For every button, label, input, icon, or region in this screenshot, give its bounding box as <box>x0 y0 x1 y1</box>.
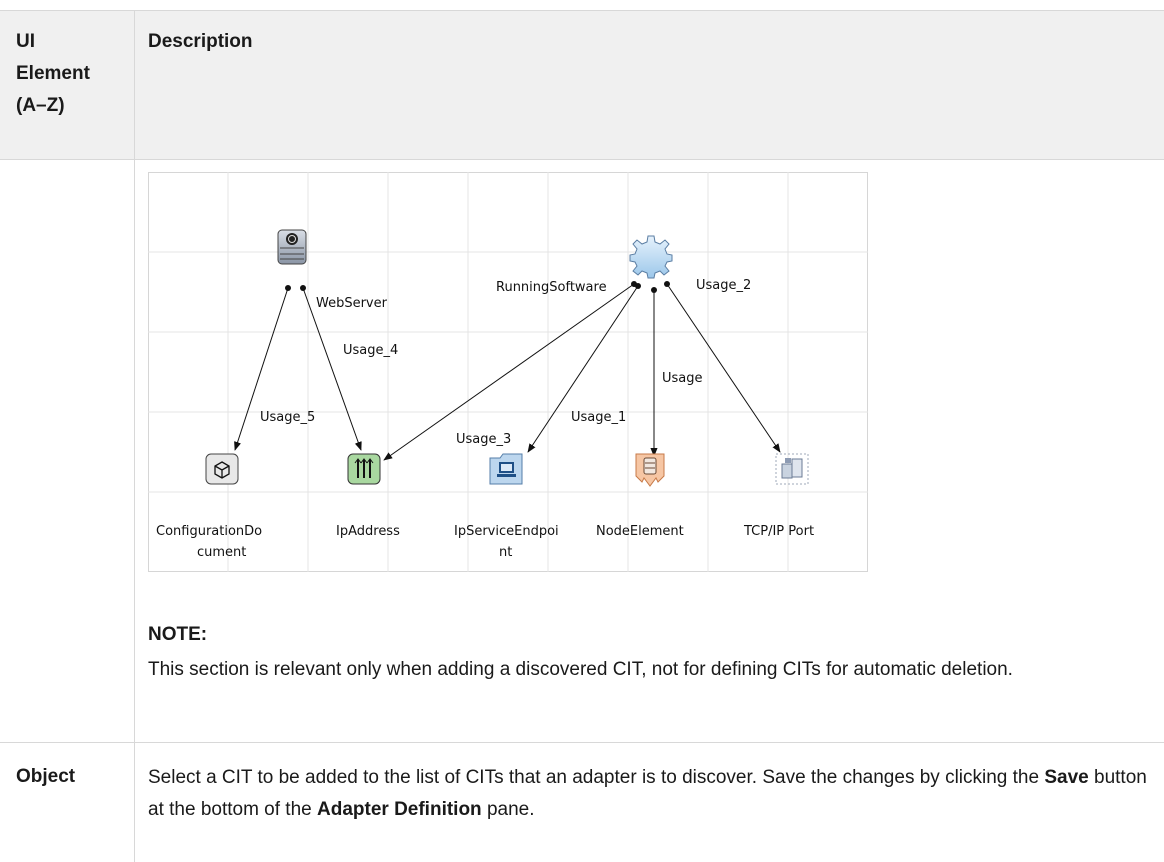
header-ui-element-line1: UI <box>16 31 35 52</box>
node-element-icon <box>635 453 665 487</box>
note-body: This section is relevant only when addin… <box>148 659 1013 680</box>
label-webserver: WebServer <box>316 296 388 311</box>
cit-topology-diagram: WebServer RunningSoftware ConfigurationD… <box>148 172 868 572</box>
label-usage-4: Usage_4 <box>343 343 398 358</box>
header-ui-element-line2: Element <box>16 63 90 84</box>
ip-address-icon <box>347 453 381 485</box>
edge-endpoints <box>285 281 670 293</box>
object-desc-text-2: button at the bottom of the <box>148 767 1147 820</box>
tcp-port-icon <box>775 453 809 485</box>
save-term: Save <box>1044 767 1089 788</box>
webserver-icon <box>277 229 307 265</box>
object-desc-text-3: pane. <box>481 799 535 820</box>
label-usage-3: Usage_3 <box>456 432 511 447</box>
object-description: Select a CIT to be added to the list of … <box>148 762 1158 826</box>
service-endpoint-icon <box>489 453 523 485</box>
row-divider <box>0 742 1164 743</box>
edge-to-ipaddress <box>383 283 635 461</box>
note-title: NOTE: <box>148 624 208 645</box>
label-usage-5: Usage_5 <box>260 410 315 425</box>
label-ipservice-line1: IpServiceEndpoi <box>454 524 559 539</box>
label-runningsoftware: RunningSoftware <box>496 280 607 295</box>
header-description: Description <box>148 31 253 52</box>
ui-element-object: Object <box>16 766 76 787</box>
label-configdoc-line2: cument <box>197 545 246 560</box>
edge-usage-4 <box>302 287 362 451</box>
label-usage: Usage <box>662 371 703 386</box>
cube-icon <box>205 453 239 485</box>
table-header-row <box>0 10 1164 160</box>
column-divider <box>134 10 135 862</box>
edge-usage-5 <box>234 287 289 451</box>
diagram-edges <box>234 283 781 461</box>
header-ui-element-line3: (A–Z) <box>16 95 65 116</box>
edge-usage-3 <box>527 285 639 453</box>
diagram-canvas <box>148 172 868 572</box>
object-desc-text-1: Select a CIT to be added to the list of … <box>148 767 1045 788</box>
edge-usage-2 <box>666 283 781 453</box>
label-ipservice-line2: nt <box>499 545 512 560</box>
label-ipaddress: IpAddress <box>336 524 400 539</box>
label-nodeelement: NodeElement <box>596 524 684 539</box>
label-usage-2: Usage_2 <box>696 278 751 293</box>
diagram-grid <box>148 172 868 572</box>
header-ui-element: UI Element (A–Z) <box>16 26 131 122</box>
label-usage-1: Usage_1 <box>571 410 626 425</box>
gear-icon <box>629 235 673 279</box>
label-configdoc-line1: ConfigurationDo <box>156 524 262 539</box>
label-tcpport: TCP/IP Port <box>743 524 814 539</box>
adapter-definition-term: Adapter Definition <box>317 799 482 820</box>
